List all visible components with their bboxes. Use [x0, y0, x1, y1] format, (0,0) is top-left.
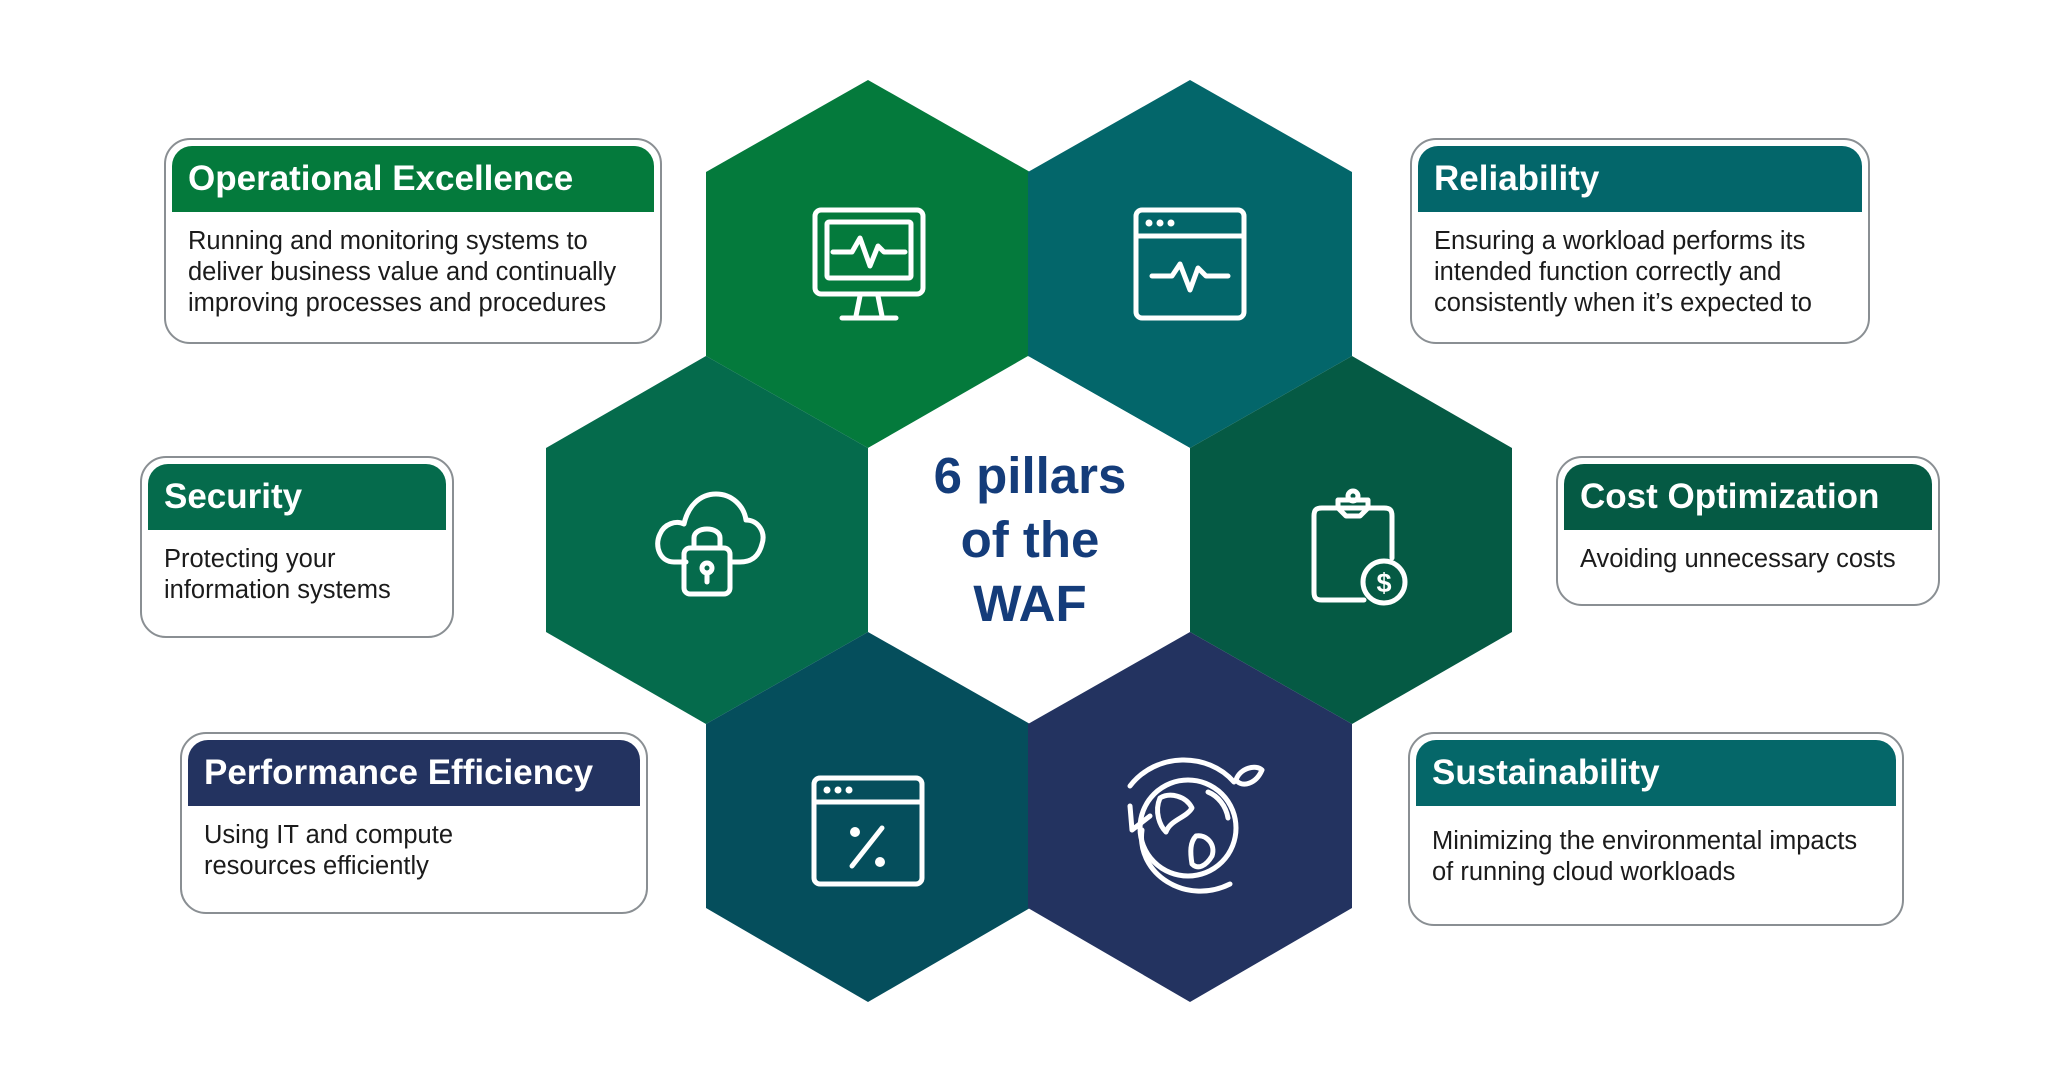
clipboard-dollar-icon	[1311, 488, 1408, 606]
card-performance-efficiency: Performance Efficiency Using IT and comp…	[180, 732, 648, 914]
card-description-reliability: Ensuring a workload performs its intende…	[1434, 227, 1812, 317]
card-description-sustainability: Minimizing the environmental impacts of …	[1432, 827, 1858, 886]
globe-leaf-icon	[1127, 757, 1265, 894]
card-security: Security Protecting your information sys…	[140, 456, 454, 638]
dollar-sign-icon: $	[1376, 568, 1391, 598]
card-operational-excellence: Operational Excellence Running and monit…	[164, 138, 662, 344]
card-sustainability: Sustainability Minimizing the environmen…	[1408, 732, 1904, 926]
card-title-reliability: Reliability	[1418, 146, 1862, 212]
card-description-cost-optimization: Avoiding unnecessary costs	[1580, 545, 1896, 573]
card-description-performance-efficiency: Using IT and compute resources efficient…	[204, 821, 453, 880]
hex-security	[546, 356, 868, 724]
card-description-security: Protecting your information systems	[164, 545, 391, 604]
hex-cost-optimization	[1190, 356, 1512, 724]
browser-percent-icon	[811, 775, 925, 887]
cloud-lock-icon	[655, 491, 766, 597]
card-title-security: Security	[148, 464, 446, 530]
card-title-performance-efficiency: Performance Efficiency	[188, 740, 640, 806]
center-title: 6 pillars of the WAF	[933, 447, 1127, 632]
hex-sustainability	[1028, 632, 1352, 1002]
card-title-operational-excellence: Operational Excellence	[172, 146, 654, 212]
hex-center	[868, 356, 1190, 724]
card-title-cost-optimization: Cost Optimization	[1564, 464, 1932, 530]
card-reliability: Reliability Ensuring a workload performs…	[1410, 138, 1870, 344]
hex-performance-efficiency	[706, 632, 1030, 1002]
monitor-pulse-icon	[812, 207, 926, 321]
card-description-operational-excellence: Running and monitoring systems to delive…	[188, 227, 617, 317]
card-cost-optimization: Cost Optimization Avoiding unnecessary c…	[1556, 456, 1940, 606]
card-title-sustainability: Sustainability	[1416, 740, 1896, 806]
browser-pulse-icon	[1133, 207, 1247, 321]
hex-reliability	[1028, 80, 1352, 448]
